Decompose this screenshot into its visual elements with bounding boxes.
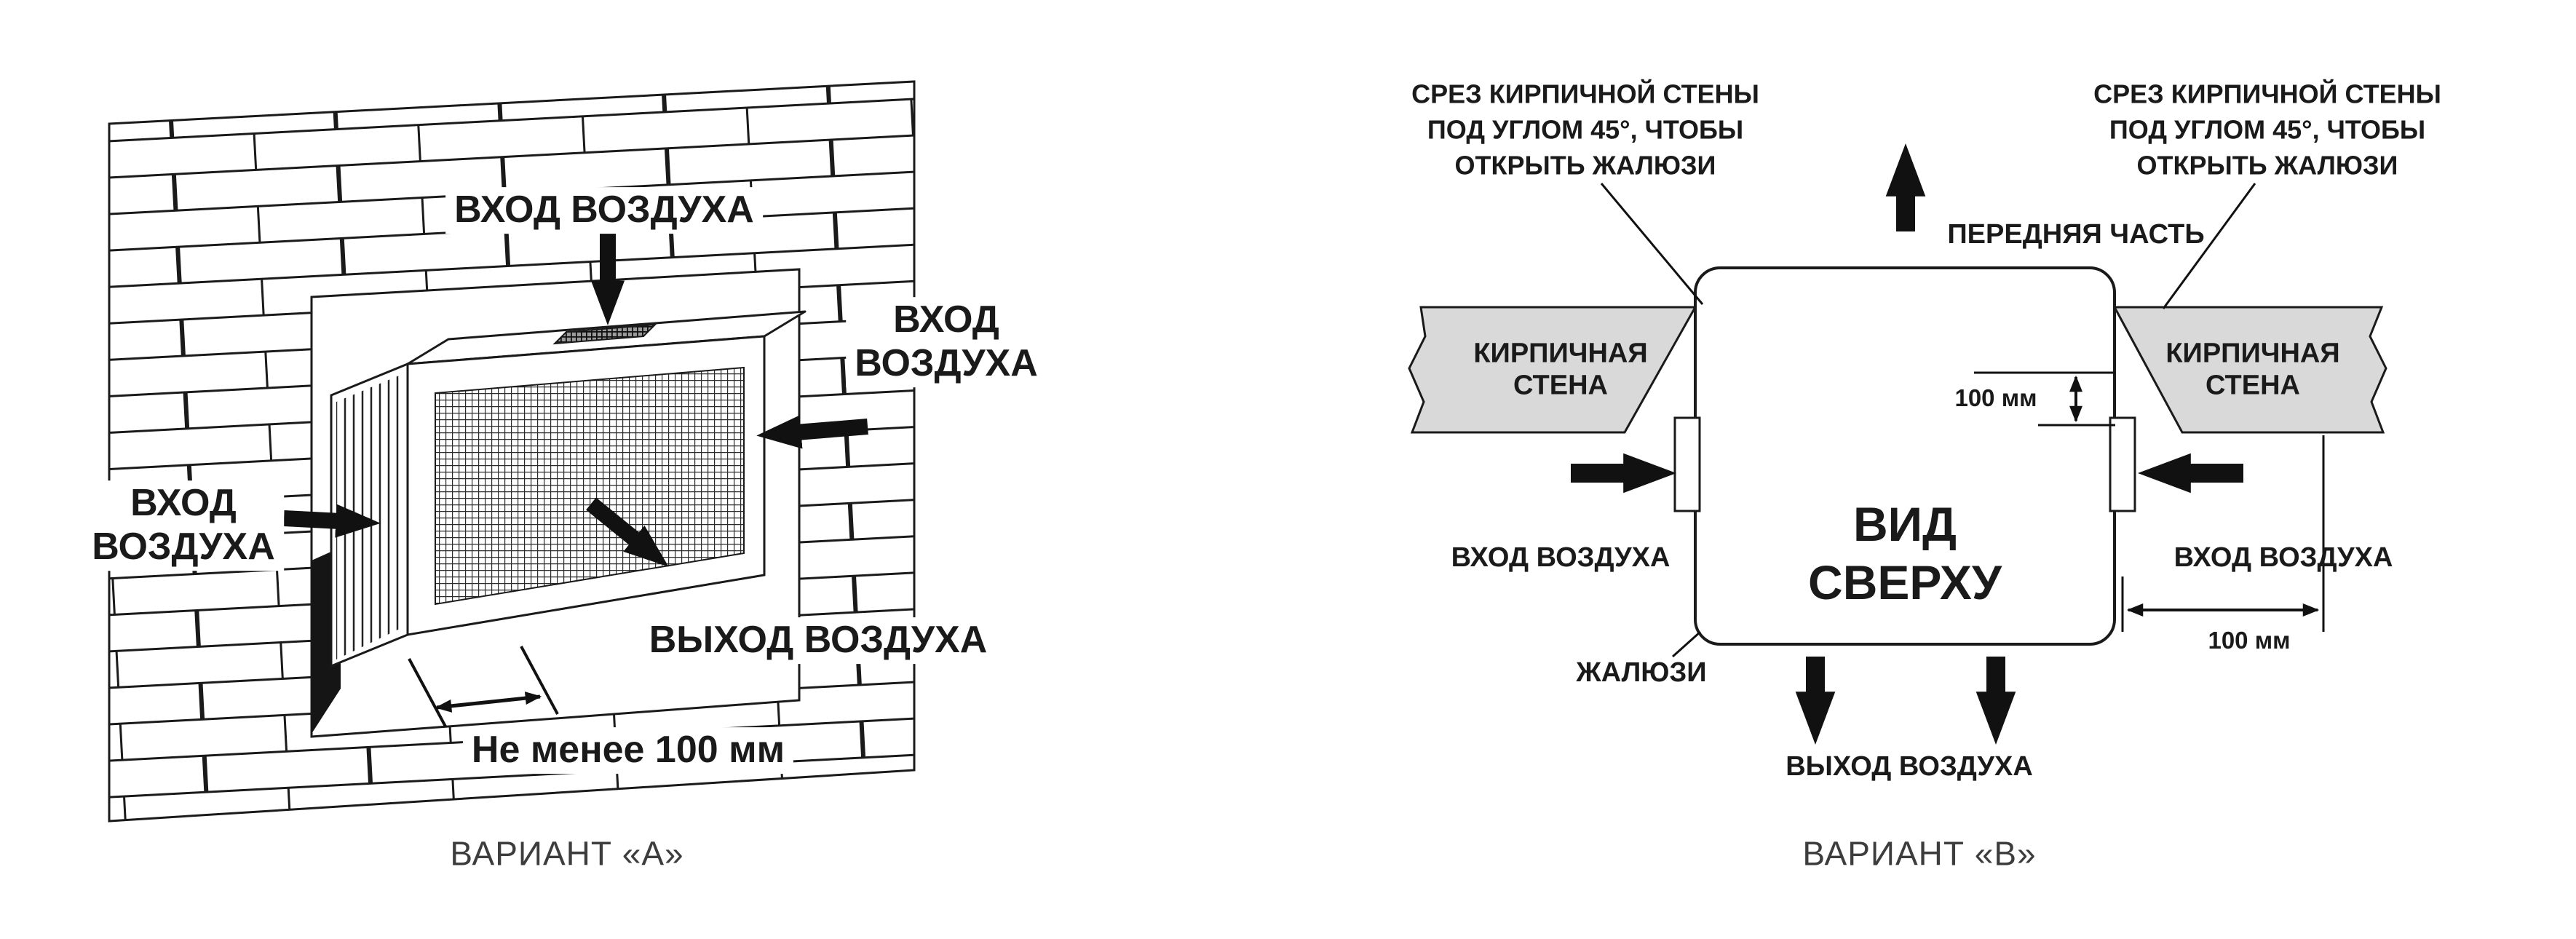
label-outlet-a: ВЫХОД ВОЗДУХА (640, 617, 996, 664)
label-inlet-right-line1: ВХОД (893, 298, 999, 341)
label-louvers: ЖАЛЮЗИ (1576, 657, 1707, 689)
label-min-distance: Не менее 100 мм (462, 727, 794, 774)
cut-note-right-line1: СРЕЗ КИРПИЧНОЙ СТЕНЫ (2093, 79, 2441, 109)
cut-note-left-line2: ПОД УГЛОМ 45°, ЧТОБЫ (1427, 114, 1744, 145)
variant-a-drawing (108, 80, 916, 823)
label-front-part: ПЕРЕДНЯЯ ЧАСТЬ (1947, 219, 2205, 250)
arrow-inlet-right (756, 415, 868, 449)
label-cut-note-right: СРЕЗ КИРПИЧНОЙ СТЕНЫ ПОД УГЛОМ 45°, ЧТОБ… (2093, 76, 2441, 183)
callout-cut-right (2162, 183, 2256, 309)
label-outlet-b: ВЫХОД ВОЗДУХА (1786, 751, 2033, 782)
label-top-view: ВИД СВЕРХУ (1808, 495, 2002, 611)
label-inlet-right-line2: ВОЗДУХА (855, 342, 1038, 384)
label-inlet-right: ВХОД ВОЗДУХА (846, 297, 1047, 387)
brick-wall-right-line2: СТЕНА (2206, 370, 2300, 400)
brick-wall-left-line2: СТЕНА (1513, 370, 1608, 400)
label-dim-100mm-top: 100 мм (1946, 383, 2046, 413)
caption-variant-b: ВАРИАНТ «В» (1802, 834, 2037, 873)
brick-wall-right-line1: КИРПИЧНАЯ (2165, 338, 2340, 369)
caption-variant-a: ВАРИАНТ «А» (450, 834, 684, 873)
brick-wall-left (1408, 306, 1697, 434)
label-brick-wall-left: КИРПИЧНАЯ СТЕНА (1473, 338, 1647, 401)
top-view-line1: ВИД (1852, 497, 1957, 551)
top-view-line2: СВЕРХУ (1808, 555, 2002, 609)
label-inlet-top: ВХОД ВОЗДУХА (445, 187, 763, 234)
top-vent (552, 323, 657, 345)
label-inlet-left-b: ВХОД ВОЗДУХА (1451, 542, 1671, 574)
arrow-inlet-left (283, 504, 381, 538)
label-inlet-left-line1: ВХОД (130, 482, 237, 525)
cut-note-right-line2: ПОД УГЛОМ 45°, ЧТОБЫ (2109, 114, 2426, 145)
dimension-100mm-top (1974, 371, 2115, 427)
arrow-outlet (586, 497, 669, 567)
louver-right (2109, 416, 2136, 512)
side-louvers (336, 374, 403, 659)
callout-cut-left (1600, 183, 1704, 305)
label-cut-note-left: СРЕЗ КИРПИЧНОЙ СТЕНЫ ПОД УГЛОМ 45°, ЧТОБ… (1411, 76, 1759, 183)
dimension-min-100mm (408, 646, 559, 727)
label-inlet-left: ВХОД ВОЗДУХА (83, 480, 284, 571)
label-dim-100mm-bottom: 100 мм (2208, 627, 2291, 654)
label-brick-wall-right: КИРПИЧНАЯ СТЕНА (2165, 338, 2339, 401)
dimension-100mm-bottom (2121, 435, 2325, 632)
brick-wall-left-line1: КИРПИЧНАЯ (1473, 338, 1648, 369)
label-inlet-right-b: ВХОД ВОЗДУХА (2173, 542, 2393, 574)
callout-louvers (1671, 630, 1702, 658)
cut-note-left-line1: СРЕЗ КИРПИЧНОЙ СТЕНЫ (1411, 79, 1759, 109)
cut-note-left-line3: ОТКРЫТЬ ЖАЛЮЗИ (1454, 150, 1716, 181)
cut-note-right-line3: ОТКРЫТЬ ЖАЛЮЗИ (2136, 150, 2398, 181)
brick-wall-right (2112, 306, 2387, 434)
louver-left (1673, 416, 1701, 512)
label-inlet-left-line2: ВОЗДУХА (92, 526, 275, 568)
variant-b-drawing (1408, 143, 2387, 745)
